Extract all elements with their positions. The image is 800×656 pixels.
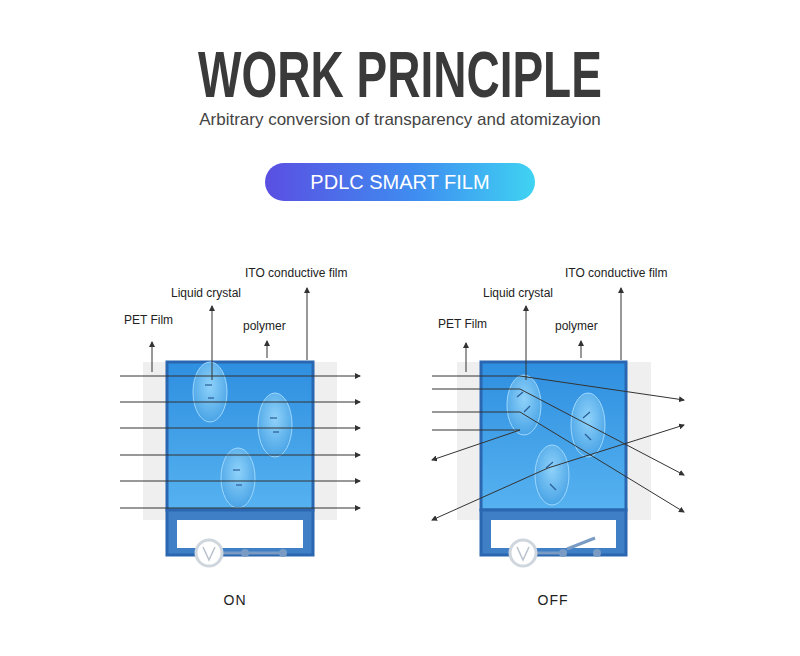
- part-label: ITO conductive film: [245, 266, 347, 280]
- badge-text: PDLC SMART FILM: [310, 171, 489, 194]
- part-label: PET Film: [438, 317, 487, 331]
- title: WORK PRINCIPLE: [198, 43, 602, 107]
- film-off: [432, 288, 684, 566]
- part-label: PET Film: [124, 313, 173, 327]
- part-label: ITO conductive film: [565, 266, 667, 280]
- film-on: [120, 288, 360, 566]
- subtitle: Arbitrary conversion of transparency and…: [199, 110, 601, 130]
- part-label: polymer: [243, 319, 286, 333]
- state-label: ON: [224, 592, 247, 609]
- part-label: Liquid crystal: [171, 286, 241, 300]
- part-label: polymer: [555, 319, 598, 333]
- part-label: Liquid crystal: [483, 286, 553, 300]
- state-label: OFF: [538, 592, 569, 609]
- pill-badge: PDLC SMART FILM: [265, 163, 535, 201]
